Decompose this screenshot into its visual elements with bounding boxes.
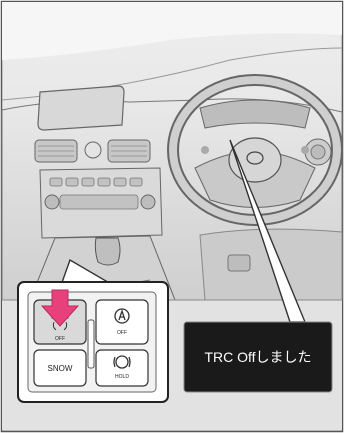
- auto-stop-switch[interactable]: [96, 300, 148, 344]
- analog-clock: [85, 142, 101, 158]
- vsc-off-label: OFF: [55, 336, 65, 342]
- brake-hold-label: HOLD: [115, 374, 129, 380]
- auto-stop-label: OFF: [117, 330, 127, 336]
- switch-panel-inset: OFF OFF SNOW HOLD: [18, 282, 168, 402]
- climate-knob-right: [141, 195, 155, 209]
- climate-knob-left: [45, 195, 59, 209]
- callout-message: TRC Offしました: [204, 349, 311, 365]
- pedal: [228, 255, 250, 271]
- shift-lever: [95, 238, 120, 265]
- snow-label: SNOW: [48, 364, 73, 373]
- center-display-screen: [38, 86, 124, 130]
